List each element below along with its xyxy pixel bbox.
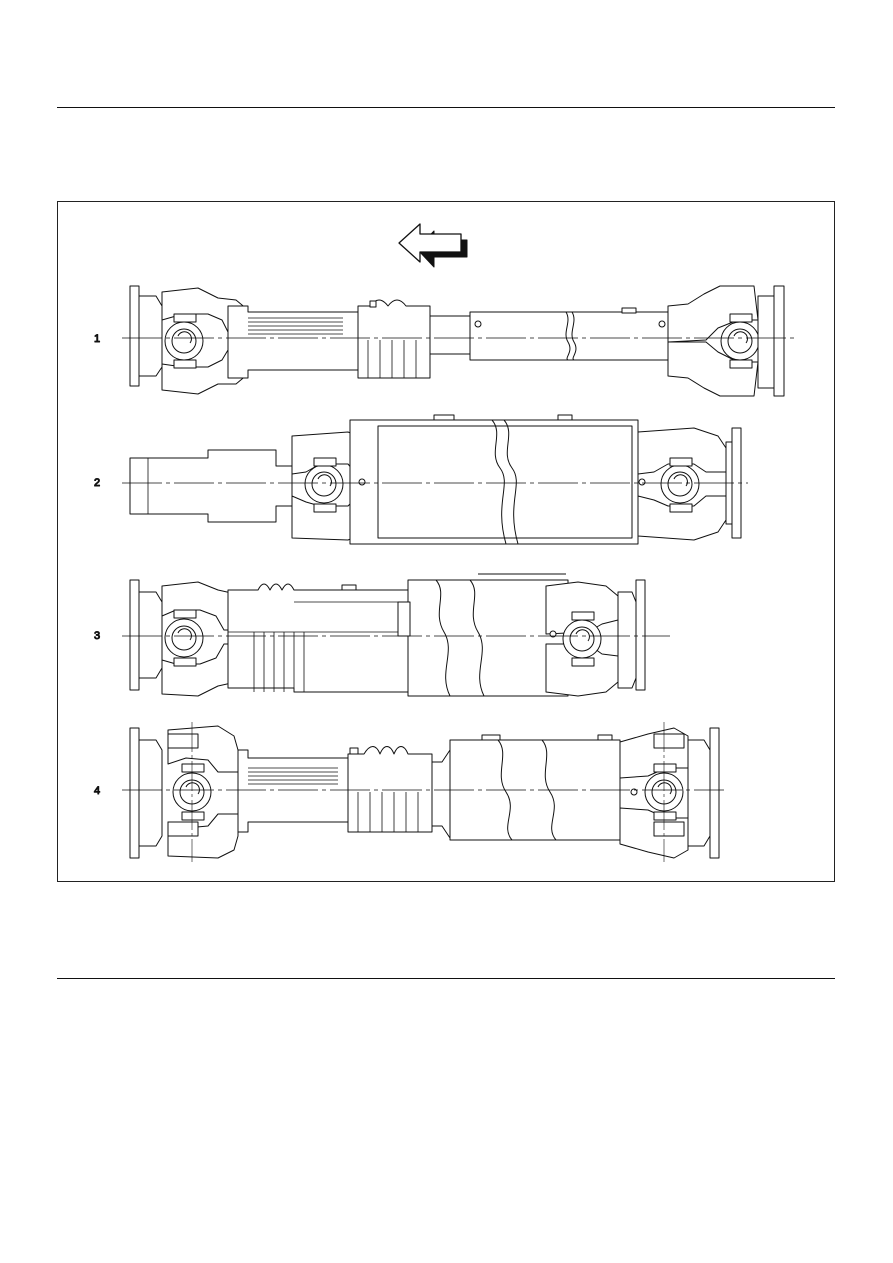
- propeller-shaft-diagram: 1: [94, 223, 794, 862]
- forward-arrow-icon: [398, 223, 468, 268]
- shaft-label-3: 3: [94, 630, 100, 642]
- shaft-label-1: 1: [94, 333, 100, 345]
- propeller-shaft-1: 1: [94, 285, 794, 397]
- top-rule: [57, 107, 835, 108]
- propeller-shaft-3: 3: [94, 573, 670, 697]
- bottom-rule: [57, 978, 835, 979]
- propeller-shaft-figure: 1: [57, 201, 835, 882]
- shaft-label-2: 2: [94, 477, 100, 489]
- propeller-shaft-4: 4: [94, 722, 724, 862]
- propeller-shaft-2: 2: [94, 414, 748, 545]
- shaft-label-4: 4: [94, 785, 100, 797]
